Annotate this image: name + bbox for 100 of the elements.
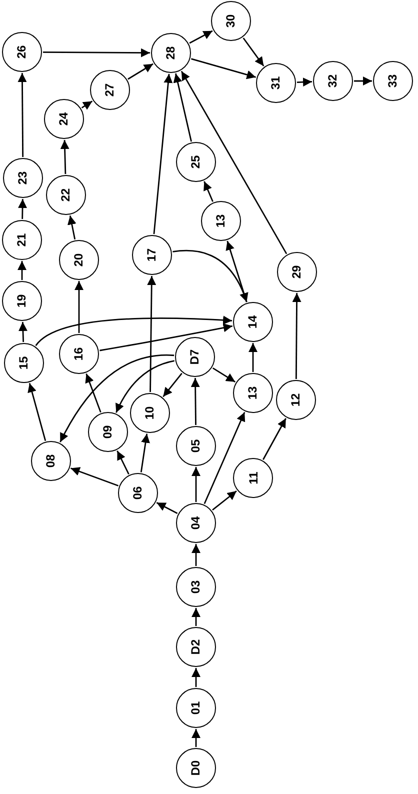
node-label: 33	[387, 74, 399, 88]
node-label: 29	[291, 265, 303, 279]
node-label: 03	[190, 580, 202, 594]
node-label: 17	[146, 248, 158, 262]
arrow	[248, 343, 258, 372]
arrow	[296, 78, 312, 87]
node-circle	[256, 63, 296, 103]
node-label: 13	[247, 386, 259, 400]
node-circle	[211, 1, 251, 41]
node-label: 09	[102, 425, 114, 439]
node-circle	[2, 281, 42, 321]
arrow	[172, 250, 248, 302]
node-circle	[59, 334, 99, 374]
arrow	[18, 261, 26, 280]
arrow	[70, 467, 119, 486]
arrow	[192, 729, 200, 747]
arrow	[191, 58, 256, 80]
arrow	[116, 450, 130, 474]
arrow	[354, 76, 372, 86]
node-circle	[2, 220, 42, 260]
node-label: 26	[16, 45, 28, 59]
arrow	[81, 100, 93, 110]
arrow	[173, 73, 192, 142]
arrow	[153, 74, 173, 234]
node-circle	[176, 142, 216, 182]
node-label: 25	[190, 155, 202, 169]
arrow	[18, 322, 28, 342]
node-circle	[151, 33, 191, 73]
node-label: 30	[225, 14, 237, 28]
node-circle	[373, 61, 413, 101]
node-label: 13	[215, 214, 227, 228]
arrow	[140, 434, 150, 472]
node-label: 21	[16, 233, 28, 247]
node-label: 14	[247, 315, 259, 329]
node-circle	[176, 688, 216, 728]
arrow	[43, 48, 150, 58]
node-label: 16	[73, 347, 85, 361]
arrow	[18, 198, 28, 220]
node-label: 01	[190, 701, 202, 715]
arrow	[180, 70, 288, 254]
arrow	[147, 276, 156, 392]
node-circle	[176, 426, 216, 466]
arrow	[100, 323, 233, 352]
arrow	[60, 354, 174, 442]
arrow	[192, 608, 200, 626]
node-circle	[46, 175, 86, 215]
node-label: 15	[18, 356, 30, 370]
arrow	[292, 293, 302, 379]
node-circle	[313, 61, 353, 101]
node-circle	[176, 503, 216, 543]
arrow	[212, 367, 236, 383]
arrow	[192, 668, 200, 687]
node-label: 32	[327, 74, 339, 88]
node-label: 08	[45, 454, 57, 468]
node-circle	[277, 252, 317, 292]
arrow	[212, 490, 237, 511]
arrow	[116, 360, 174, 413]
node-label: 05	[190, 439, 202, 453]
node-label: 06	[132, 486, 144, 500]
node-circle	[201, 201, 241, 241]
node-circle	[4, 343, 44, 383]
arrow	[85, 373, 102, 413]
node-label: 04	[190, 516, 202, 530]
node-circle	[176, 748, 216, 788]
node-label: 23	[17, 171, 29, 185]
arrow	[128, 63, 154, 80]
node-circle	[88, 412, 128, 452]
node-circle	[130, 393, 170, 433]
node-label: 10	[144, 406, 156, 420]
arrow	[262, 418, 286, 460]
node-label: 11	[247, 472, 259, 484]
node-circle	[233, 458, 273, 498]
arrow	[242, 38, 264, 66]
node-label: 12	[290, 393, 302, 407]
node-label: 27	[104, 83, 116, 97]
node-circle	[3, 158, 43, 198]
node-label: D0	[190, 760, 202, 776]
arrow	[156, 502, 178, 514]
node-circle	[2, 32, 42, 72]
node-circle	[59, 240, 99, 280]
node-circle	[90, 70, 130, 110]
arrow	[35, 316, 232, 346]
node-circle	[233, 302, 273, 342]
node-circle	[233, 373, 273, 413]
node-label: 24	[58, 112, 70, 126]
node-circle	[176, 627, 216, 667]
node-label: 31	[270, 76, 282, 90]
node-circle	[132, 235, 172, 275]
node-label: 28	[165, 46, 177, 60]
arrow	[74, 281, 84, 333]
arrow	[28, 383, 46, 441]
arrow	[190, 378, 200, 425]
arrow	[192, 544, 200, 566]
arrow	[204, 181, 214, 202]
arrow	[60, 140, 70, 174]
arrow	[18, 73, 27, 157]
node-label: 22	[60, 188, 72, 202]
node-circle	[118, 473, 158, 513]
node-circle	[175, 337, 215, 377]
node-label: D7	[189, 349, 201, 365]
